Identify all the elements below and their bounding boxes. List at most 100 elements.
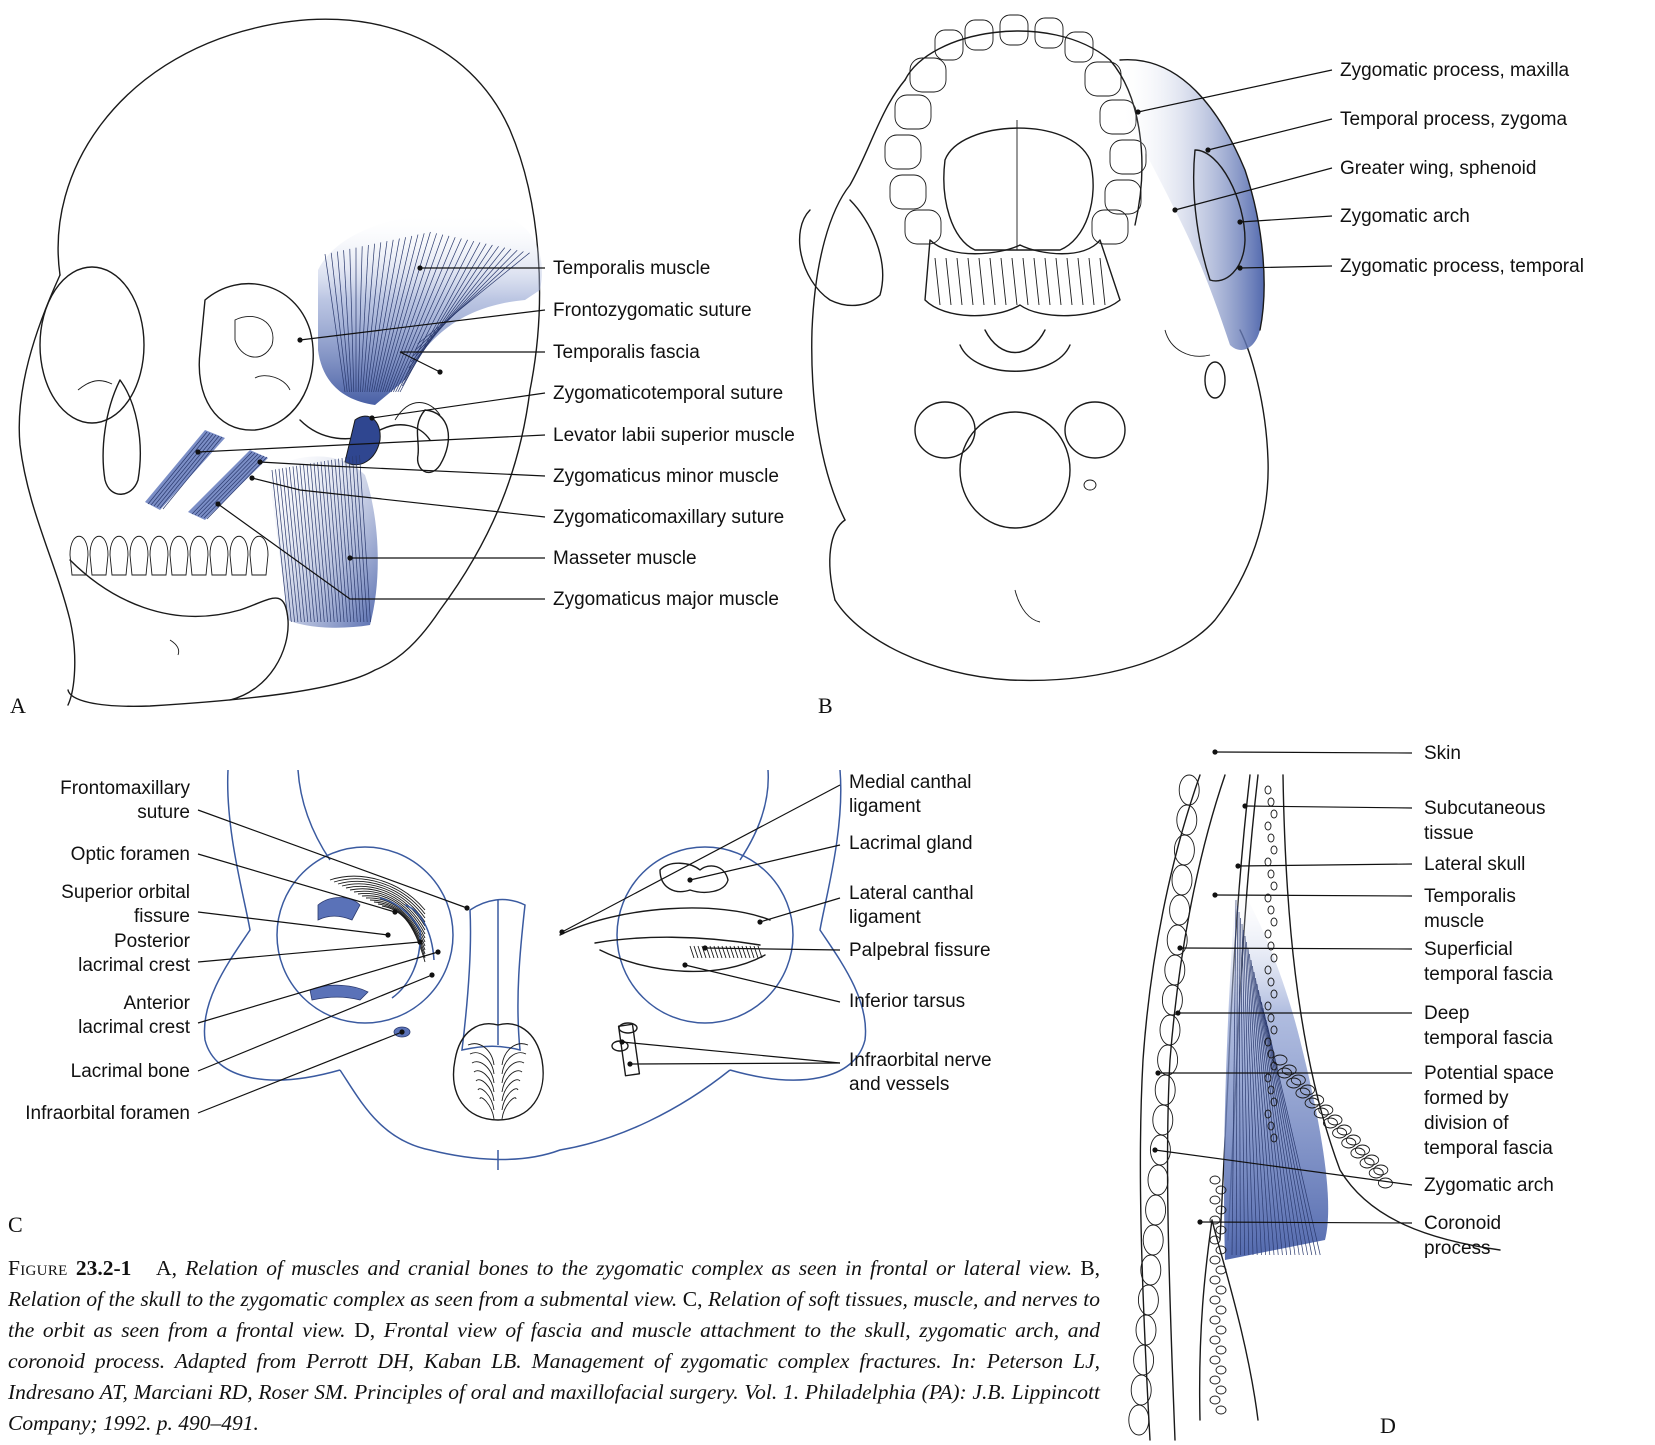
panel-c-right-leader-5	[685, 965, 840, 1002]
panel-d-leader-9-dot	[1197, 1219, 1202, 1224]
panel-a-leader-5-dot	[195, 449, 200, 454]
panel-d-label-9-line-1: Coronoid	[1424, 1213, 1501, 1234]
panel-d-label-7-line-3: division of	[1424, 1113, 1509, 1134]
panel-d-label-6-line-1: Deep	[1424, 1003, 1469, 1024]
panel-c-left-leader-5-dot	[435, 949, 440, 954]
panel-c-letter: C	[8, 1212, 23, 1237]
panel-d-label-8: Zygomatic arch	[1424, 1175, 1554, 1196]
panel-d-label-6-line-2: temporal fascia	[1424, 1028, 1553, 1049]
panel-d-letter: D	[1380, 1413, 1396, 1438]
panel-a-leader-8-dot	[347, 555, 352, 560]
panel-c-left-label-5-line-2: lacrimal crest	[78, 1017, 191, 1038]
panel-d-label-4-line-1: Temporalis	[1424, 886, 1516, 907]
panel-d-leader-6-dot	[1175, 1010, 1180, 1015]
panel-c-right-label-3-line-2: ligament	[849, 907, 922, 928]
panel-b-illustration	[800, 15, 1269, 680]
panel-c-right-leader-2-dot	[687, 877, 692, 882]
panel-d-leader-5-dot	[1177, 945, 1182, 950]
panel-c-right-leader-3	[760, 898, 840, 922]
panel-b-leader-1-dot	[1135, 109, 1140, 114]
panel-c-right-leader-1-dot	[559, 929, 564, 934]
panel-a-label-7: Zygomaticomaxillary suture	[553, 507, 784, 528]
panel-a-letter: A	[10, 693, 26, 718]
panel-a-label-8: Masseter muscle	[553, 548, 697, 569]
panel-c-right-leader-6	[622, 1042, 840, 1063]
caption-part-a-letter: A,	[156, 1256, 177, 1280]
panel-c-left-leader-1-dot	[464, 905, 469, 910]
panel-c-left-leader-7	[198, 1032, 402, 1113]
panel-c-left-label-4-line-2: lacrimal crest	[78, 955, 191, 976]
panel-d-label-7-line-1: Potential space	[1424, 1063, 1554, 1084]
panel-d-label-5-line-2: temporal fascia	[1424, 964, 1553, 985]
panel-c-left-leader-3	[198, 912, 388, 935]
panel-c-right-label-6-line-2: and vessels	[849, 1074, 949, 1095]
panel-c-right-leader-3-dot	[757, 919, 762, 924]
panel-b-leader-4-dot	[1237, 219, 1242, 224]
panel-a-leader-4-dot	[369, 415, 374, 420]
panel-d-label-7-line-4: temporal fascia	[1424, 1138, 1553, 1159]
panel-c-right-label-3-line-1: Lateral canthal	[849, 883, 974, 904]
panel-d-label-4-line-2: muscle	[1424, 911, 1484, 932]
panel-b-leader-2-dot	[1205, 147, 1210, 152]
panel-d-label-7-line-2: formed by	[1424, 1088, 1509, 1109]
panel-a-illustration	[19, 19, 542, 706]
panel-d-leader-4-dot	[1212, 892, 1217, 897]
panel-c-left-leader-6-dot	[429, 972, 434, 977]
panel-a-leader-6-dot	[257, 459, 262, 464]
panel-a-label-1: Temporalis muscle	[553, 258, 710, 279]
panel-b-label-5: Zygomatic process, temporal	[1340, 256, 1584, 277]
panel-d-label-5-line-1: Superficial	[1424, 939, 1513, 960]
panel-c-right-leader-6b-dot	[627, 1061, 632, 1066]
panel-a-label-4: Zygomaticotemporal suture	[553, 383, 783, 404]
panel-d-leader-2	[1245, 806, 1412, 808]
panel-b-leader-3-dot	[1172, 207, 1177, 212]
panel-c-labels-right: Medial canthal ligament Lacrimal glandLate…	[849, 772, 992, 1095]
panel-a-label-3: Temporalis fascia	[553, 342, 700, 363]
panel-b-letter: B	[818, 693, 833, 718]
panel-c-right-leader-2	[690, 845, 840, 880]
panel-c-left-label-2: Optic foramen	[71, 844, 190, 865]
panel-c-left-label-5-line-1: Anterior	[123, 993, 190, 1014]
panel-d-label-3: Lateral skull	[1424, 854, 1525, 875]
panel-c-right-label-4: Palpebral fissure	[849, 940, 991, 961]
panel-a-leader-9-dot	[215, 501, 220, 506]
panel-c-left-label-6: Lacrimal bone	[71, 1061, 190, 1082]
panel-c-right-leader-6b	[630, 1063, 840, 1064]
panel-c-right-leader-5-dot	[682, 962, 687, 967]
panel-c-left-leader-4-dot	[417, 939, 422, 944]
panel-c-right-label-2: Lacrimal gland	[849, 833, 973, 854]
figure-caption: Figure 23.2-1 A, Relation of muscles and…	[8, 1253, 1100, 1439]
panel-c-right-label-6-line-1: Infraorbital nerve	[849, 1050, 992, 1071]
panel-d-label-2-line-1: Subcutaneous	[1424, 798, 1546, 819]
panel-c-left-leader-3-dot	[385, 932, 390, 937]
panel-c-left-leader-7-dot	[399, 1029, 404, 1034]
caption-part-c-letter: C,	[683, 1287, 703, 1311]
panel-c-right-leader-4	[705, 948, 840, 950]
panel-b-label-1: Zygomatic process, maxilla	[1340, 60, 1570, 81]
caption-part-a-text: Relation of muscles and cranial bones to…	[185, 1256, 1072, 1280]
panel-a-leader-3	[400, 352, 545, 372]
panel-a-leader-2-dot	[297, 337, 302, 342]
panel-c-left-leader-2-dot	[392, 909, 397, 914]
panel-c-left-label-7: Infraorbital foramen	[25, 1103, 190, 1124]
panel-d-label-1: Skin	[1424, 743, 1461, 764]
panel-a-leader-9	[218, 504, 545, 599]
panel-c-left-label-1-line-2: suture	[137, 802, 190, 823]
panel-c-left-label-3-line-2: fissure	[134, 906, 190, 927]
caption-figure-word: Figure	[8, 1256, 68, 1280]
panel-d-leader-5	[1180, 948, 1412, 949]
panel-b-leader-5-dot	[1237, 265, 1242, 270]
panel-c-illustration	[204, 770, 865, 1170]
panel-c-left-leader-4	[198, 942, 420, 962]
caption-part-b-text: Relation of the skull to the zygomatic c…	[8, 1287, 677, 1311]
panel-c-left-leader-2	[198, 854, 395, 912]
panel-c-right-leader-6-dot	[619, 1039, 624, 1044]
caption-figure-number: 23.2-1	[76, 1256, 132, 1280]
panel-a-label-2: Frontozygomatic suture	[553, 300, 752, 321]
panel-d-leader-1-dot	[1212, 749, 1217, 754]
panel-c-left-label-4-line-1: Posterior	[114, 931, 191, 952]
panel-c-right-label-1-line-1: Medial canthal	[849, 772, 972, 793]
